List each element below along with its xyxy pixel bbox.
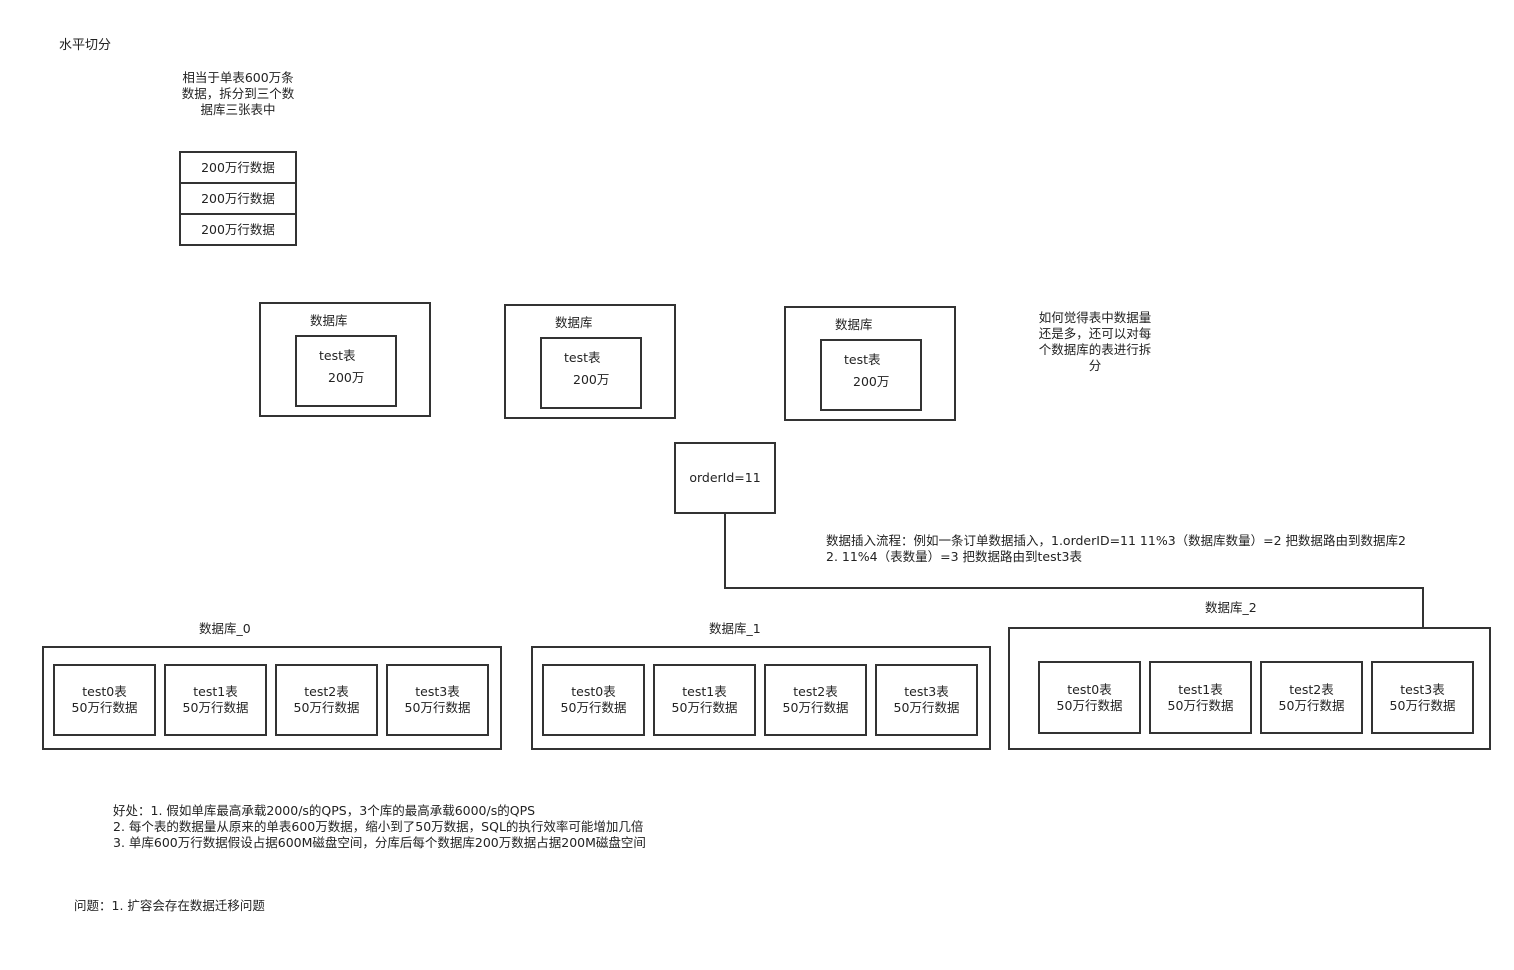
shard-table-cell: test2表 50万行数据 — [275, 664, 378, 736]
database-box-2: 数据库 test表 200万 — [784, 306, 956, 421]
shard-table-name: test1表 — [682, 684, 727, 699]
shard-table-name: test0表 — [82, 684, 127, 699]
page-title: 水平切分 — [59, 38, 112, 53]
shard-table-cell: test2表 50万行数据 — [764, 664, 867, 736]
shard-table-name: test3表 — [904, 684, 949, 699]
table-name: test表 — [564, 350, 601, 365]
shard-table-rows: 50万行数据 — [782, 700, 849, 715]
shard-db-label-2: 数据库_2 — [1205, 600, 1257, 615]
shard-table-name: test3表 — [1400, 681, 1445, 697]
shard-table-rows: 50万行数据 — [1389, 697, 1456, 713]
table-box: test表 200万 — [820, 339, 922, 411]
database-label: 数据库 — [835, 317, 873, 332]
shard-db-label-0: 数据库_0 — [199, 621, 251, 636]
shard-table-name: test0表 — [571, 684, 616, 699]
database-box-1: 数据库 test表 200万 — [504, 304, 676, 419]
shard-table-name: test1表 — [193, 684, 238, 699]
shard-table-rows: 50万行数据 — [1278, 697, 1345, 713]
shard-table-rows: 50万行数据 — [671, 700, 738, 715]
order-id-box: orderId=11 — [674, 442, 776, 514]
table-count: 200万 — [853, 374, 890, 389]
shard-table-cell: test1表 50万行数据 — [164, 664, 267, 736]
database-box-0: 数据库 test表 200万 — [259, 302, 431, 417]
shard-table-rows: 50万行数据 — [71, 700, 138, 715]
shard-table-cell: test3表 50万行数据 — [1371, 661, 1474, 734]
note-further-split: 如何觉得表中数据量 还是多，还可以对每 个数据库的表进行拆 分 — [1038, 310, 1152, 373]
shard-table-cell: test2表 50万行数据 — [1260, 661, 1363, 734]
shard-table-cell: test0表 50万行数据 — [53, 664, 156, 736]
table-name: test表 — [319, 348, 356, 363]
shard-table-rows: 50万行数据 — [560, 700, 627, 715]
shard-table-cell: test3表 50万行数据 — [875, 664, 978, 736]
shard-table-rows: 50万行数据 — [404, 700, 471, 715]
shard-table-name: test3表 — [415, 684, 460, 699]
note-split-description: 相当于单表600万条 数据，拆分到三个数 据库三张表中 — [181, 70, 295, 117]
table-count: 200万 — [328, 370, 365, 385]
shard-table-cell: test3表 50万行数据 — [386, 664, 489, 736]
table-name: test表 — [844, 352, 881, 367]
shard-table-cell: test1表 50万行数据 — [653, 664, 756, 736]
database-label: 数据库 — [555, 315, 593, 330]
shard-table-rows: 50万行数据 — [293, 700, 360, 715]
problems-note: 问题：1. 扩容会存在数据迁移问题 — [74, 898, 265, 913]
shard-table-rows: 50万行数据 — [1056, 697, 1123, 713]
shard-table-name: test2表 — [1289, 681, 1334, 697]
shard-table-name: test2表 — [793, 684, 838, 699]
row-block-2: 200万行数据 — [179, 213, 297, 246]
shard-table-cell: test0表 50万行数据 — [1038, 661, 1141, 734]
table-count: 200万 — [573, 372, 610, 387]
database-label: 数据库 — [310, 313, 348, 328]
shard-table-name: test2表 — [304, 684, 349, 699]
insert-flow-note: 数据插入流程：例如一条订单数据插入，1.orderID=11 11%3（数据库数… — [826, 533, 1407, 564]
shard-table-name: test1表 — [1178, 681, 1223, 697]
table-box: test表 200万 — [540, 337, 642, 409]
shard-table-rows: 50万行数据 — [182, 700, 249, 715]
table-box: test表 200万 — [295, 335, 397, 407]
shard-db-label-1: 数据库_1 — [709, 621, 761, 636]
shard-table-rows: 50万行数据 — [1167, 697, 1234, 713]
shard-table-name: test0表 — [1067, 681, 1112, 697]
shard-table-cell: test0表 50万行数据 — [542, 664, 645, 736]
shard-table-cell: test1表 50万行数据 — [1149, 661, 1252, 734]
benefits-note: 好处：1. 假如单库最高承载2000/s的QPS，3个库的最高承载6000/s的… — [113, 803, 646, 850]
shard-table-rows: 50万行数据 — [893, 700, 960, 715]
row-block-0: 200万行数据 — [179, 151, 297, 184]
